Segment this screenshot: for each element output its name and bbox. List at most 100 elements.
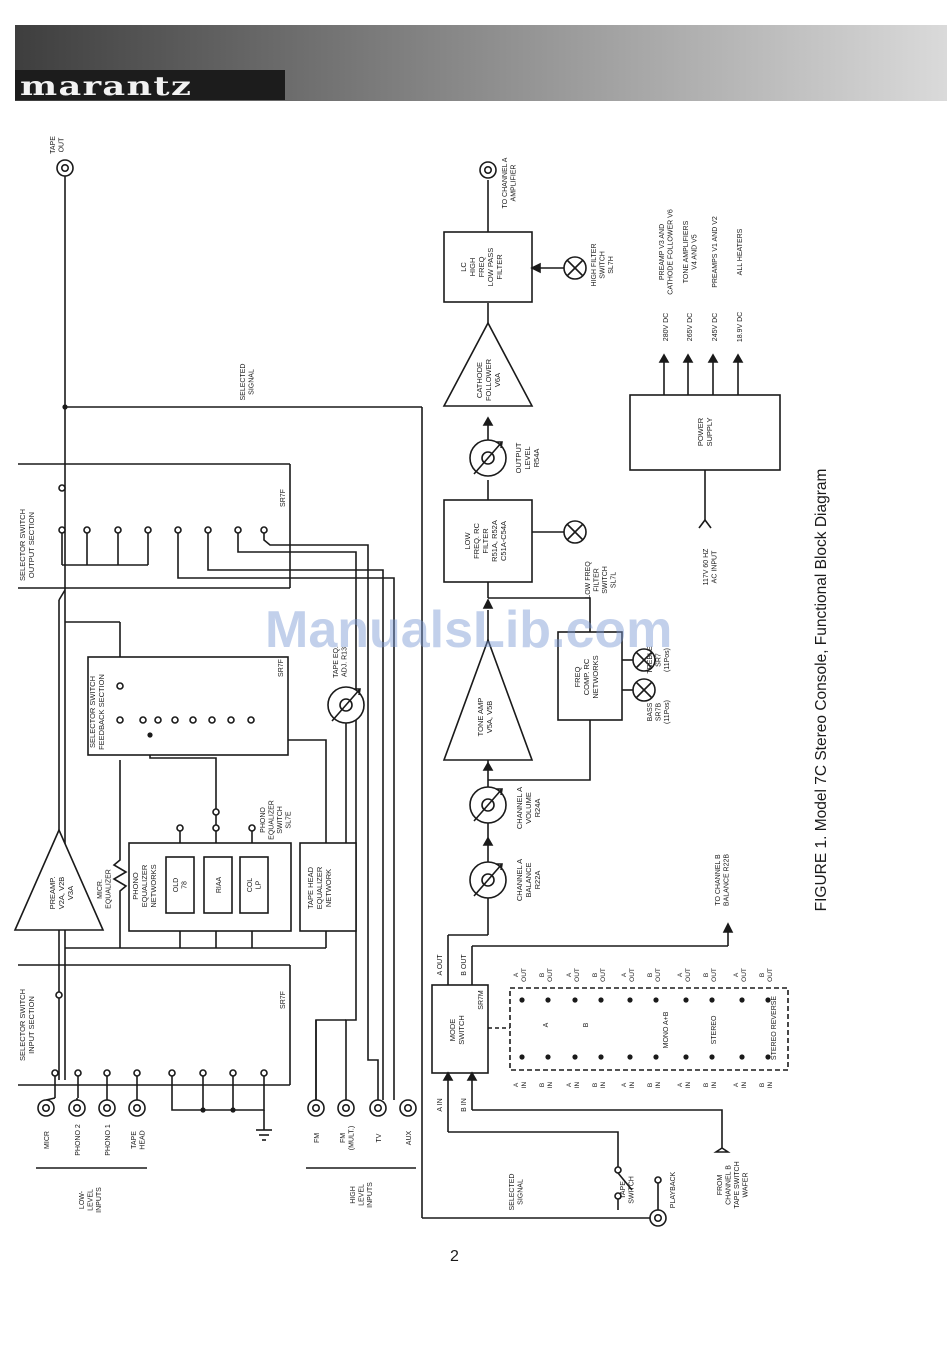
arrow (482, 836, 494, 846)
col-lp-label-line: LP (256, 880, 263, 889)
feedback-contact (154, 716, 162, 724)
high-input-label: TV (376, 1133, 383, 1142)
contact-in-a-label-line: IN (574, 1081, 581, 1088)
tape-eq-adj-label: TAPE EQ.ADJ. R13 (333, 646, 349, 678)
mode-position-label: STEREO (711, 1015, 718, 1044)
power-arrow (732, 353, 744, 363)
from-channel-b-label-line: TAPE SWITCH (734, 1161, 741, 1208)
wire (58, 589, 66, 601)
power-voltage-label-line: 245V DC (712, 313, 719, 341)
low-input-label-line: PHONO 1 (105, 1124, 112, 1156)
contact-out-a-label-line: OUT (685, 968, 692, 982)
power-voltage-label: 18.9V DC (737, 312, 744, 342)
contact-out-a-label-line: OUT (629, 968, 636, 982)
feedback-contact (227, 716, 235, 724)
freq-comp-label-line: FREQ (573, 666, 582, 687)
power-use-label-line: V4 AND V5 (692, 234, 699, 270)
tape-head-eq-label-line: NETWORK (324, 869, 333, 907)
tape-out-jack-center (60, 164, 69, 173)
contact-in-a-label-line: A (621, 1082, 628, 1087)
terminal (212, 824, 220, 832)
low-level-inputs-label-line: LEVEL (88, 1189, 95, 1211)
power-supply-box (629, 394, 781, 471)
low-freq-switch-label-line: SWITCH (602, 566, 609, 594)
low-input-label-line: TAPE (131, 1131, 138, 1149)
balance-label-line: R22A (533, 871, 542, 890)
power-use-label: ALL HEATERS (737, 228, 744, 275)
b-in-arrow (466, 1071, 478, 1081)
low-input-jack-center (103, 1104, 112, 1113)
aux-line (177, 533, 395, 1100)
mode-position-label: MONO A+B (663, 1011, 670, 1048)
contact-out-a-label-line: OUT (521, 968, 528, 982)
low-freq-switch-label-line: FILTER (594, 568, 601, 592)
cathode-follower-triangle (442, 321, 534, 407)
channel-a-out-jack-center (483, 166, 492, 175)
output-contact (204, 526, 212, 534)
selected-signal-label-top-line: SELECTED (240, 364, 247, 401)
cathode-follower-label-line: V6A (493, 373, 502, 387)
ac-input-label-line: AC INPUT (712, 550, 719, 583)
high-input-label-line: FM (340, 1133, 347, 1143)
b-in-label-line: B IN (461, 1098, 468, 1112)
low-input-jack-center (41, 1104, 50, 1113)
low-freq-switch-lamp-x2 (566, 523, 584, 541)
from-ch-b-fork (713, 1140, 731, 1153)
contact-out-b-label-line: OUT (711, 968, 718, 982)
tape-switch-label-line: TAPE (620, 1181, 627, 1199)
low-input-label: PHONO 1 (105, 1124, 112, 1156)
high-input-jack-center (341, 1104, 350, 1113)
mode-switch-box (431, 984, 489, 1074)
junction-dot (147, 732, 153, 738)
contact-in-a-label-line: IN (741, 1081, 748, 1088)
junction-dot (545, 1054, 551, 1060)
tape-eq-adj-label-line: TAPE EQ. (333, 646, 340, 678)
tape-out-label-line: TAPE (50, 136, 57, 154)
output-level-label-line: R54A (532, 449, 541, 468)
volume-pot-arrow (496, 788, 503, 796)
contact-out-a-label-line: OUT (741, 968, 748, 982)
lc-filter-label-line: FILTER (495, 254, 504, 280)
bass-label-line: (11Pos) (664, 700, 671, 724)
treble-lamp-x2 (635, 651, 653, 669)
junction-dot (739, 997, 745, 1003)
power-voltage-label: 265V DC (687, 313, 694, 341)
output-contact (83, 526, 91, 534)
terminal (55, 991, 63, 999)
contact-out-a-label-line: OUT (574, 968, 581, 982)
junction-dot (683, 997, 689, 1003)
arrow (482, 416, 494, 426)
tape-eq-adj-pot-wiper (331, 688, 361, 722)
junction-dot (545, 997, 551, 1003)
selected-signal-label-bottom-line: SELECTED (509, 1174, 516, 1211)
power-supply-label-line: SUPPLY (705, 417, 714, 446)
terminal (614, 1192, 622, 1200)
low-input-label-line: HEAD (140, 1130, 147, 1149)
terminal (176, 824, 184, 832)
contact-in-b-label-line: IN (600, 1081, 607, 1088)
mode-position-label-line: STEREO (711, 1015, 718, 1044)
to-channel-b-arrow (722, 922, 734, 933)
contact-in-b-label-line: B (647, 1083, 654, 1087)
sr7f-label-input: SR7F (280, 991, 287, 1009)
selector-feedback-label-line: FEEDBACK SECTION (97, 674, 106, 750)
from-channel-b-label-line: WAFER (743, 1172, 750, 1197)
riaa-label-line: RIAA (216, 877, 223, 894)
contact-in-a-label-line: A (733, 1082, 740, 1087)
contact-out-b-label-line: B (539, 973, 546, 977)
high-filter-switch-label-line: HIGH FILTER (591, 243, 598, 286)
